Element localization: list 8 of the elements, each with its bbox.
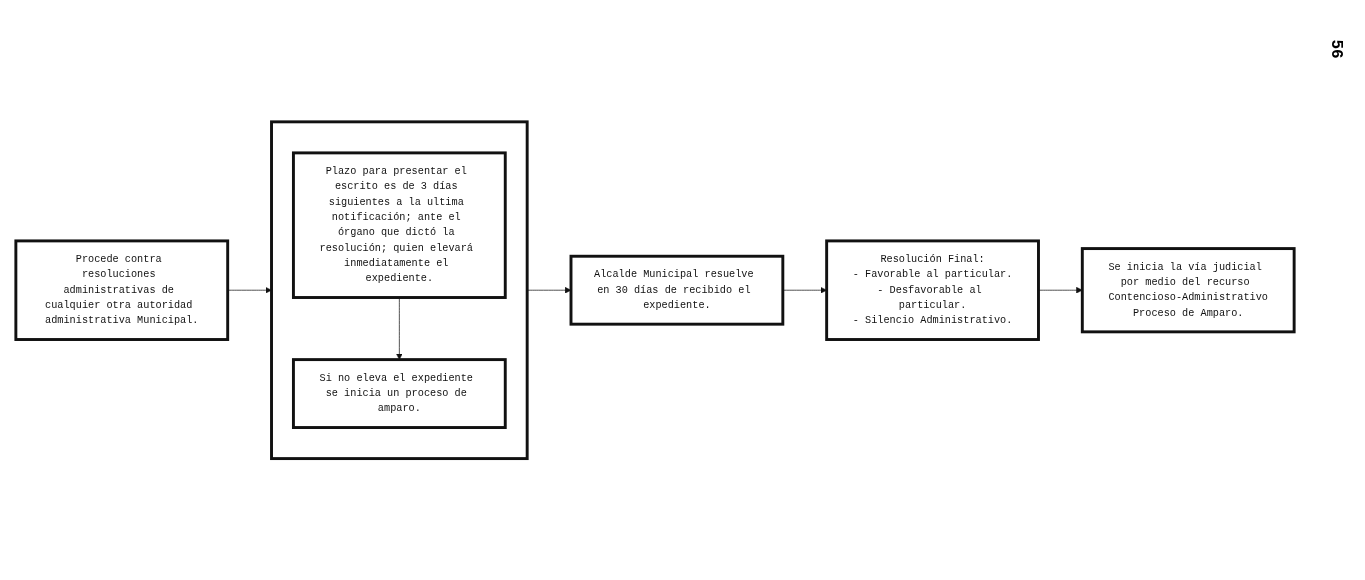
node-box: Resolución Final: - Favorable al particular. - Desfavorable al particular. - Silencio Administrativo. — [825, 239, 1040, 341]
cluster — [270, 120, 529, 460]
node-box: Plazo para presentar el escrito es de 3 días siguientes a la ultima notificación; ante el órgano que dictó la resolución; quien elevará inmediatamente el expediente. — [291, 151, 507, 299]
node-box: Alcalde Municipal resuelve en 30 días de recibido el expediente. — [569, 254, 785, 326]
page-number: 56 — [1326, 39, 1345, 59]
node-box: Si no eleva el expediente se inicia un proceso de amparo. — [291, 357, 507, 429]
node-box: Se inicia la vía judicial por medio del recurso Contencioso-Administrativo Proceso de Amparo. — [1080, 246, 1296, 334]
node-box: Procede contra resoluciones administrativas de cualquier otra autoridad administrativa Municipal. — [14, 239, 230, 341]
